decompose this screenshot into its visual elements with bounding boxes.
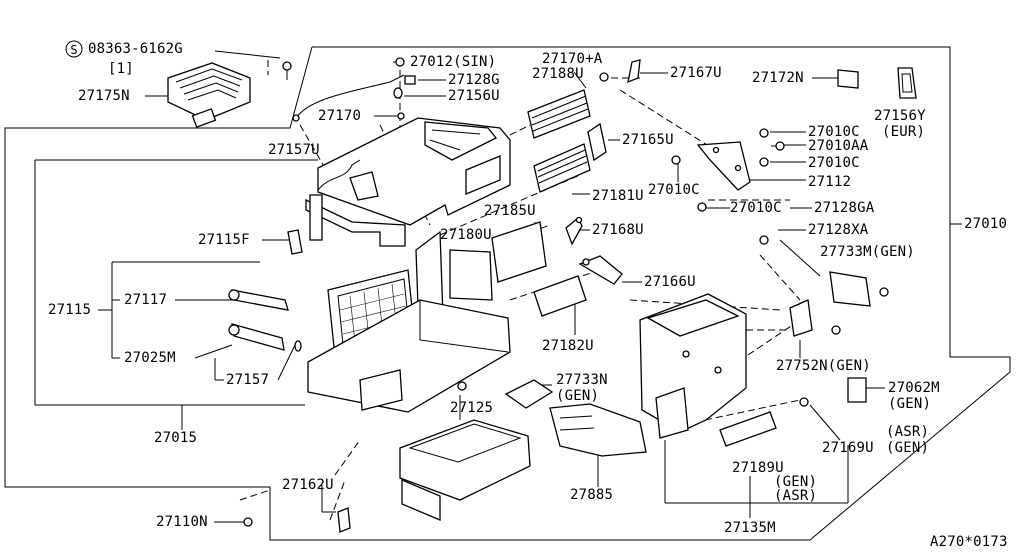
label-27010C-d: 27010C bbox=[730, 200, 782, 216]
filter-27182U bbox=[533, 275, 587, 317]
actuator-27733M bbox=[759, 235, 889, 307]
label-27170: 27170 bbox=[318, 108, 362, 124]
label-27010AA: 27010AA bbox=[808, 138, 869, 154]
bracket-27752N bbox=[789, 299, 841, 337]
label-27115F: 27115F bbox=[198, 232, 250, 248]
label-27170A: 27170+A bbox=[542, 51, 603, 67]
actuator-27733N bbox=[504, 379, 554, 409]
label-27010C-c: 27010C bbox=[648, 182, 700, 198]
filter-27189U bbox=[719, 411, 777, 447]
label-27188U: 27188U bbox=[532, 66, 584, 82]
clip-27156Y bbox=[897, 67, 917, 99]
symbol-s-text: S bbox=[70, 43, 77, 57]
filter-27188U bbox=[527, 89, 591, 139]
label-27062M-gen: (GEN) bbox=[888, 396, 932, 412]
clip-27162U bbox=[337, 507, 351, 533]
clip-27110N bbox=[243, 517, 253, 527]
label-27062M: 27062M bbox=[888, 380, 940, 396]
case-27015-lower bbox=[307, 249, 511, 413]
filter-27181U bbox=[533, 143, 591, 193]
lever-27166U bbox=[578, 255, 623, 285]
label-27733N: 27733N bbox=[556, 372, 608, 388]
label-27189U-gen: (GEN) bbox=[774, 474, 818, 490]
label-27156Y: 27156Y bbox=[874, 108, 926, 124]
label-27162U: 27162U bbox=[282, 477, 334, 493]
relay-27062M bbox=[847, 377, 867, 403]
label-27117: 27117 bbox=[124, 292, 168, 308]
label-27733M-gen: 27733M(GEN) bbox=[820, 244, 915, 260]
label-27189U: 27189U bbox=[732, 460, 784, 476]
reference-code: A270*0173 bbox=[930, 534, 1008, 550]
label-27128XA: 27128XA bbox=[808, 222, 869, 238]
label-27010: 27010 bbox=[964, 216, 1008, 232]
label-27167U: 27167U bbox=[670, 65, 722, 81]
label-27175N: 27175N bbox=[78, 88, 130, 104]
filter-27185U bbox=[491, 221, 547, 283]
label-27112: 27112 bbox=[808, 174, 852, 190]
lever-27168U bbox=[565, 216, 583, 246]
bracket-27169U bbox=[799, 397, 809, 407]
nozzle-27175N bbox=[167, 62, 251, 128]
label-27180U: 27180U bbox=[440, 227, 492, 243]
label-27166U: 27166U bbox=[644, 274, 696, 290]
standard-part-symbol: S bbox=[65, 40, 83, 58]
label-27733N-gen: (GEN) bbox=[556, 388, 600, 404]
label-27172N: 27172N bbox=[752, 70, 804, 86]
label-27181U: 27181U bbox=[592, 188, 644, 204]
blower-case-27135M bbox=[639, 293, 747, 439]
clip-27115F bbox=[287, 229, 303, 255]
label-27125: 27125 bbox=[450, 400, 494, 416]
label-27169U: 27169U bbox=[822, 440, 874, 456]
label-27189U-asr: (ASR) bbox=[774, 488, 818, 504]
label-27015: 27015 bbox=[154, 430, 198, 446]
label-27752N-gen: 27752N(GEN) bbox=[776, 358, 871, 374]
assembly-frame-27010 bbox=[4, 46, 1011, 541]
label-27128G: 27128G bbox=[448, 72, 500, 88]
label-27169U-asr: (ASR) bbox=[886, 424, 930, 440]
leader-lines bbox=[98, 50, 962, 523]
label-27169U-gen: (GEN) bbox=[886, 440, 930, 456]
label-27135M: 27135M bbox=[724, 520, 776, 536]
bracket-27172N bbox=[837, 69, 859, 89]
link-27165U bbox=[587, 122, 607, 162]
label-27110N: 27110N bbox=[156, 514, 208, 530]
pipes-27117-27025M bbox=[228, 289, 302, 352]
label-27156Y-eur: (EUR) bbox=[882, 124, 926, 140]
label-27185U: 27185U bbox=[484, 203, 536, 219]
tray-27125 bbox=[399, 419, 531, 521]
heater-unit-upper-27015 bbox=[305, 117, 511, 247]
duct-27885 bbox=[549, 403, 647, 457]
lever-27167U bbox=[627, 59, 641, 84]
label-27025M: 27025M bbox=[124, 350, 176, 366]
label-27885: 27885 bbox=[570, 487, 614, 503]
label-27165U: 27165U bbox=[622, 132, 674, 148]
label-27115: 27115 bbox=[48, 302, 92, 318]
label-27182U: 27182U bbox=[542, 338, 594, 354]
label-08363-qty: [1] bbox=[108, 61, 134, 77]
label-27010C-b: 27010C bbox=[808, 155, 860, 171]
label-27157U: 27157U bbox=[268, 142, 320, 158]
label-27010C-a: 27010C bbox=[808, 124, 860, 140]
label-27157: 27157 bbox=[226, 372, 270, 388]
clips-27012-27128G-27156U bbox=[393, 57, 609, 120]
label-27012-sin: 27012(SIN) bbox=[410, 54, 497, 70]
label-27156U: 27156U bbox=[448, 88, 500, 104]
bracket-27112 bbox=[696, 141, 751, 191]
screw-08363-6162G bbox=[282, 61, 292, 80]
label-27168U: 27168U bbox=[592, 222, 644, 238]
rod-27157U bbox=[292, 74, 405, 122]
screws-27010C-27010AA bbox=[671, 128, 785, 212]
label-08363-6162G: 08363-6162G bbox=[88, 41, 183, 57]
label-27128GA: 27128GA bbox=[814, 200, 875, 216]
